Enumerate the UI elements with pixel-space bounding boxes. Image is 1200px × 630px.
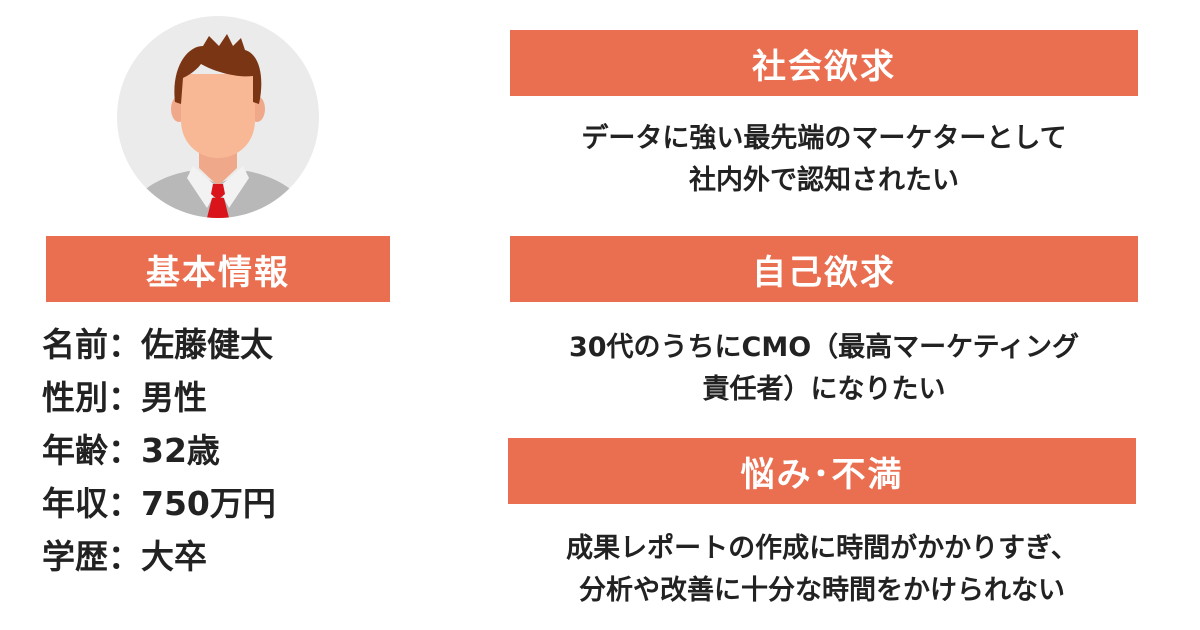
- profile-row-age: 年齢 ： 32歳: [42, 424, 276, 477]
- profile-label: 性別: [42, 378, 108, 417]
- profile-row-education: 学歴 ： 大卒: [42, 530, 276, 583]
- profile-heading: 基本情報: [46, 236, 390, 302]
- worries-heading: 悩み･不満: [508, 438, 1136, 504]
- profile-value: 男性: [141, 378, 207, 417]
- worries-description: 成果レポートの作成に時間がかかりすぎ、 分析や改善に十分な時間をかけられない: [508, 528, 1136, 612]
- social-desire-title: 社会欲求: [752, 46, 896, 87]
- description-line: 30代のうちにCMO（最高マーケティング: [568, 332, 1080, 363]
- profile-row-gender: 性別 ： 男性: [42, 371, 276, 424]
- profile-label: 年齢: [42, 431, 108, 470]
- profile-value: 750万円: [141, 484, 276, 523]
- description-line: 責任者）になりたい: [702, 374, 946, 405]
- profile-value: 佐藤健太: [141, 325, 273, 364]
- social-desire-heading: 社会欲求: [510, 30, 1138, 96]
- profile-heading-text: 基本情報: [146, 252, 290, 293]
- profile-info-list: 名前 ： 佐藤健太 性別 ： 男性 年齢 ： 32歳 年収 ： 750万円 学歴…: [42, 318, 276, 583]
- profile-row-name: 名前 ： 佐藤健太: [42, 318, 276, 371]
- profile-separator: ：: [108, 325, 141, 364]
- social-desire-description: データに強い最先端のマーケターとして 社内外で認知されたい: [510, 118, 1138, 202]
- profile-row-income: 年収 ： 750万円: [42, 477, 276, 530]
- profile-label: 名前: [42, 325, 108, 364]
- description-line: 分析や改善に十分な時間をかけられない: [579, 575, 1065, 606]
- worries-title: 悩み･不満: [740, 454, 904, 495]
- profile-separator: ：: [108, 484, 141, 523]
- person-avatar-icon: [117, 16, 319, 218]
- profile-label: 年収: [42, 484, 108, 523]
- profile-separator: ：: [108, 378, 141, 417]
- description-line: 成果レポートの作成に時間がかかりすぎ、: [566, 533, 1078, 564]
- profile-label: 学歴: [42, 537, 108, 576]
- profile-value: 大卒: [141, 537, 207, 576]
- description-line: 社内外で認知されたい: [689, 165, 959, 196]
- description-line: データに強い最先端のマーケターとして: [581, 123, 1067, 154]
- self-desire-heading: 自己欲求: [510, 236, 1138, 302]
- profile-separator: ：: [108, 431, 141, 470]
- self-desire-title: 自己欲求: [752, 252, 896, 293]
- profile-value: 32歳: [141, 431, 220, 470]
- self-desire-description: 30代のうちにCMO（最高マーケティング 責任者）になりたい: [510, 327, 1138, 411]
- profile-separator: ：: [108, 537, 141, 576]
